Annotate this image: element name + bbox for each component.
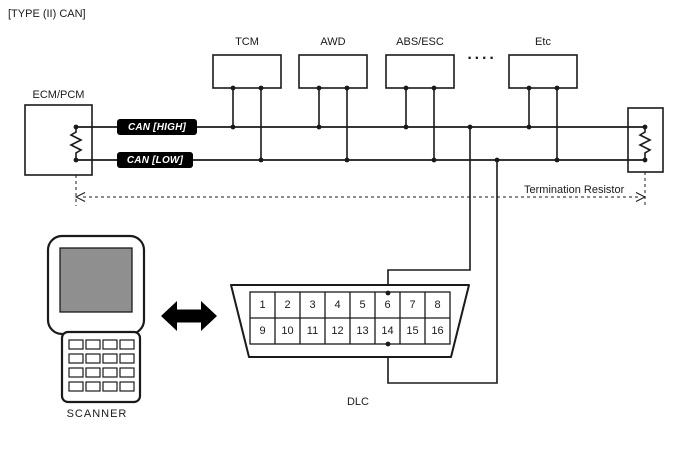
tcm-box bbox=[212, 54, 282, 89]
dlc-pin-3: 3 bbox=[309, 299, 316, 311]
scanner-label: SCANNER bbox=[66, 408, 128, 420]
dlc-pin-2: 2 bbox=[284, 299, 291, 311]
double-arrow-icon bbox=[161, 301, 217, 331]
dlc-pin-4: 4 bbox=[334, 299, 341, 311]
module-label-abs-esc: ABS/ESC bbox=[396, 36, 444, 48]
can-low-label: CAN [LOW] bbox=[117, 152, 193, 168]
dlc-pin-13: 13 bbox=[356, 325, 369, 337]
dlc-pin-16: 16 bbox=[431, 325, 444, 337]
etc-box bbox=[508, 54, 578, 89]
measurement-dashed-lines bbox=[75, 172, 646, 206]
scanner-screen bbox=[59, 247, 133, 313]
dlc-pin-6: 6 bbox=[384, 299, 391, 311]
awd-box bbox=[298, 54, 368, 89]
scanner-keypad-keys bbox=[68, 339, 135, 392]
module-drop-lines bbox=[232, 88, 558, 160]
dlc-pin-12: 12 bbox=[331, 325, 344, 337]
dlc-pin-9: 9 bbox=[259, 325, 266, 337]
dlc-pin-11: 11 bbox=[306, 325, 319, 337]
resistor-right-icon bbox=[638, 127, 652, 160]
arrowhead-left-icon bbox=[74, 192, 86, 202]
dlc-pin-grid bbox=[249, 291, 451, 345]
module-ellipsis: ···· bbox=[467, 50, 497, 67]
can-high-label: CAN [HIGH] bbox=[117, 119, 197, 135]
ecm-pcm-label: ECM/PCM bbox=[32, 89, 85, 101]
can-low-to-pin14-wire bbox=[387, 160, 498, 384]
module-label-awd: AWD bbox=[320, 36, 346, 48]
dlc-pin-10: 10 bbox=[281, 325, 294, 337]
junction-dots bbox=[73, 85, 648, 347]
resistor-left-icon bbox=[69, 127, 83, 160]
dlc-pin-1: 1 bbox=[259, 299, 266, 311]
abs-esc-box bbox=[385, 54, 455, 89]
termination-resistor-label: Termination Resistor bbox=[524, 184, 625, 196]
dlc-pin-7: 7 bbox=[409, 299, 416, 311]
dlc-pin-14: 14 bbox=[381, 325, 394, 337]
dlc-pin-8: 8 bbox=[434, 299, 441, 311]
termination-box-right bbox=[627, 107, 664, 173]
module-label-tcm: TCM bbox=[235, 36, 259, 48]
arrowhead-right-icon bbox=[635, 192, 647, 202]
scanner-device bbox=[46, 234, 146, 404]
diagram-title: [TYPE (II) CAN] bbox=[8, 8, 86, 20]
can-high-to-pin6-wire bbox=[387, 127, 471, 293]
dlc-pin-5: 5 bbox=[359, 299, 366, 311]
dlc-pin-15: 15 bbox=[406, 325, 419, 337]
dlc-label: DLC bbox=[346, 396, 369, 408]
module-label-etc: Etc bbox=[535, 36, 551, 48]
